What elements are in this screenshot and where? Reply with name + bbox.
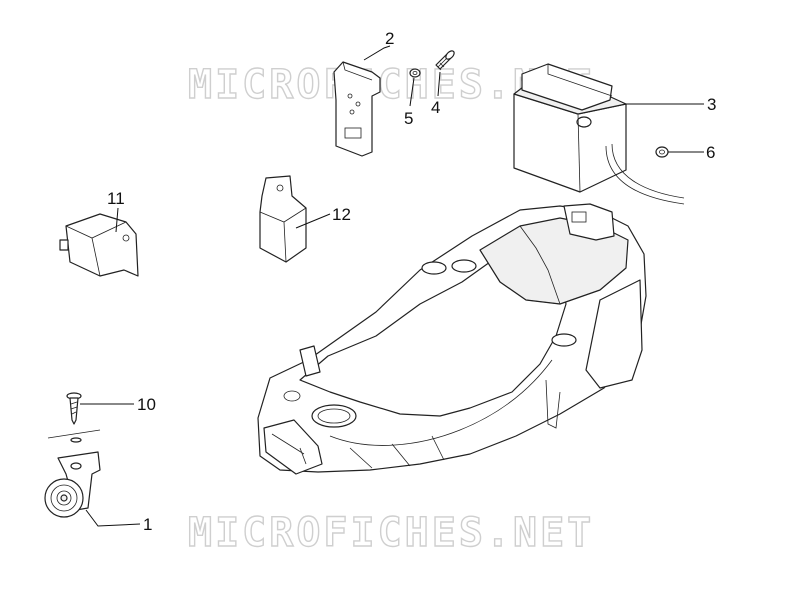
- callout-5: 5: [404, 109, 413, 128]
- washer-part: [409, 68, 421, 78]
- callout-10: 10: [137, 395, 156, 414]
- leader-1: [85, 509, 141, 527]
- callout-11: 11: [107, 189, 125, 208]
- callout-3: 3: [707, 95, 716, 114]
- leader-11: [115, 207, 119, 233]
- screw-part: [435, 50, 455, 71]
- callout-2: 2: [385, 29, 394, 48]
- callout-1: 1: [143, 515, 152, 534]
- callout-4: 4: [431, 98, 440, 117]
- callout-12: 12: [332, 205, 351, 224]
- storage-body-part: [257, 203, 647, 475]
- nut-part: [655, 146, 669, 158]
- leader-4: [437, 71, 441, 97]
- relay-12-part: [259, 175, 307, 263]
- watermark-bottom: MICROFICHES.NET: [188, 510, 594, 556]
- callout-6: 6: [706, 143, 715, 162]
- battery-part: [513, 63, 685, 205]
- leader-12: [295, 213, 331, 229]
- horn-part: [44, 429, 101, 518]
- bracket-part: [333, 61, 381, 157]
- leader-5: [409, 77, 415, 107]
- screw-10-part: [66, 392, 82, 425]
- leader-2: [363, 45, 391, 61]
- relay-11-part: [59, 213, 139, 277]
